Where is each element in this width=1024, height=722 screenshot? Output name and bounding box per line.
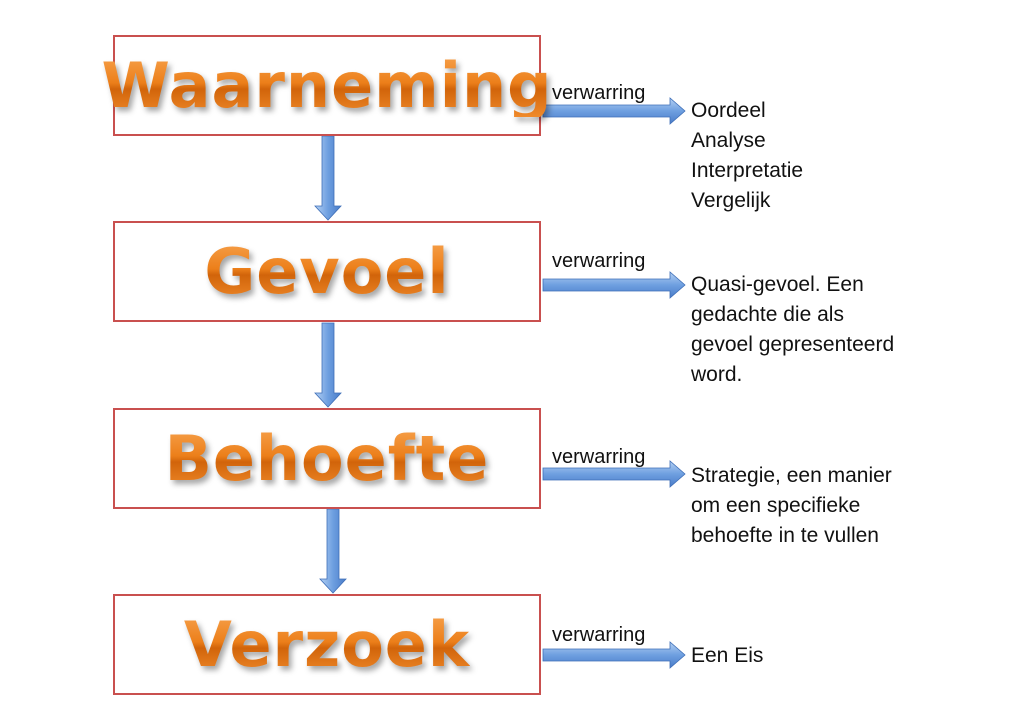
flow-arrow-1 [314,135,342,221]
result-text-4: Een Eis [691,641,763,671]
result-line: gevoel gepresenteerd [691,333,895,356]
result-line: Vergelijk [691,189,771,212]
result-line: Quasi-gevoel. Een [691,273,864,296]
stage-title-waarneming: Waarneming [101,48,553,122]
stage-title-verzoek: Verzoek [183,607,471,681]
confusion-label-4: verwarring [552,624,646,646]
flow-arrow-3 [319,508,347,594]
result-line: word. [691,363,743,386]
stage-box-verzoek: Verzoek [113,594,541,695]
result-line: behoefte in te vullen [691,524,879,547]
result-line: gedachte die als [691,303,844,326]
result-line: Een Eis [691,644,764,667]
result-line: Interpretatie [691,159,804,182]
result-text-2: Quasi-gevoel. Een gedachte die als gevoe… [691,270,894,390]
confusion-label-3: verwarring [552,446,646,468]
result-line: Oordeel [691,99,766,122]
result-line: Strategie, een manier [691,464,892,487]
confusion-label-1: verwarring [552,82,646,104]
result-text-3: Strategie, een manier om een specifieke … [691,461,892,551]
flow-arrow-2 [314,322,342,408]
result-text-1: Oordeel Analyse Interpretatie Vergelijk [691,96,803,216]
confusion-arrow-2 [542,271,686,299]
result-line: Analyse [691,129,766,152]
confusion-label-2: verwarring [552,250,646,272]
result-line: om een specifieke [691,494,861,517]
stage-box-behoefte: Behoefte [113,408,541,509]
stage-box-gevoel: Gevoel [113,221,541,322]
stage-title-gevoel: Gevoel [204,234,450,308]
stage-title-behoefte: Behoefte [164,421,490,495]
stage-box-waarneming: Waarneming [102,35,552,136]
